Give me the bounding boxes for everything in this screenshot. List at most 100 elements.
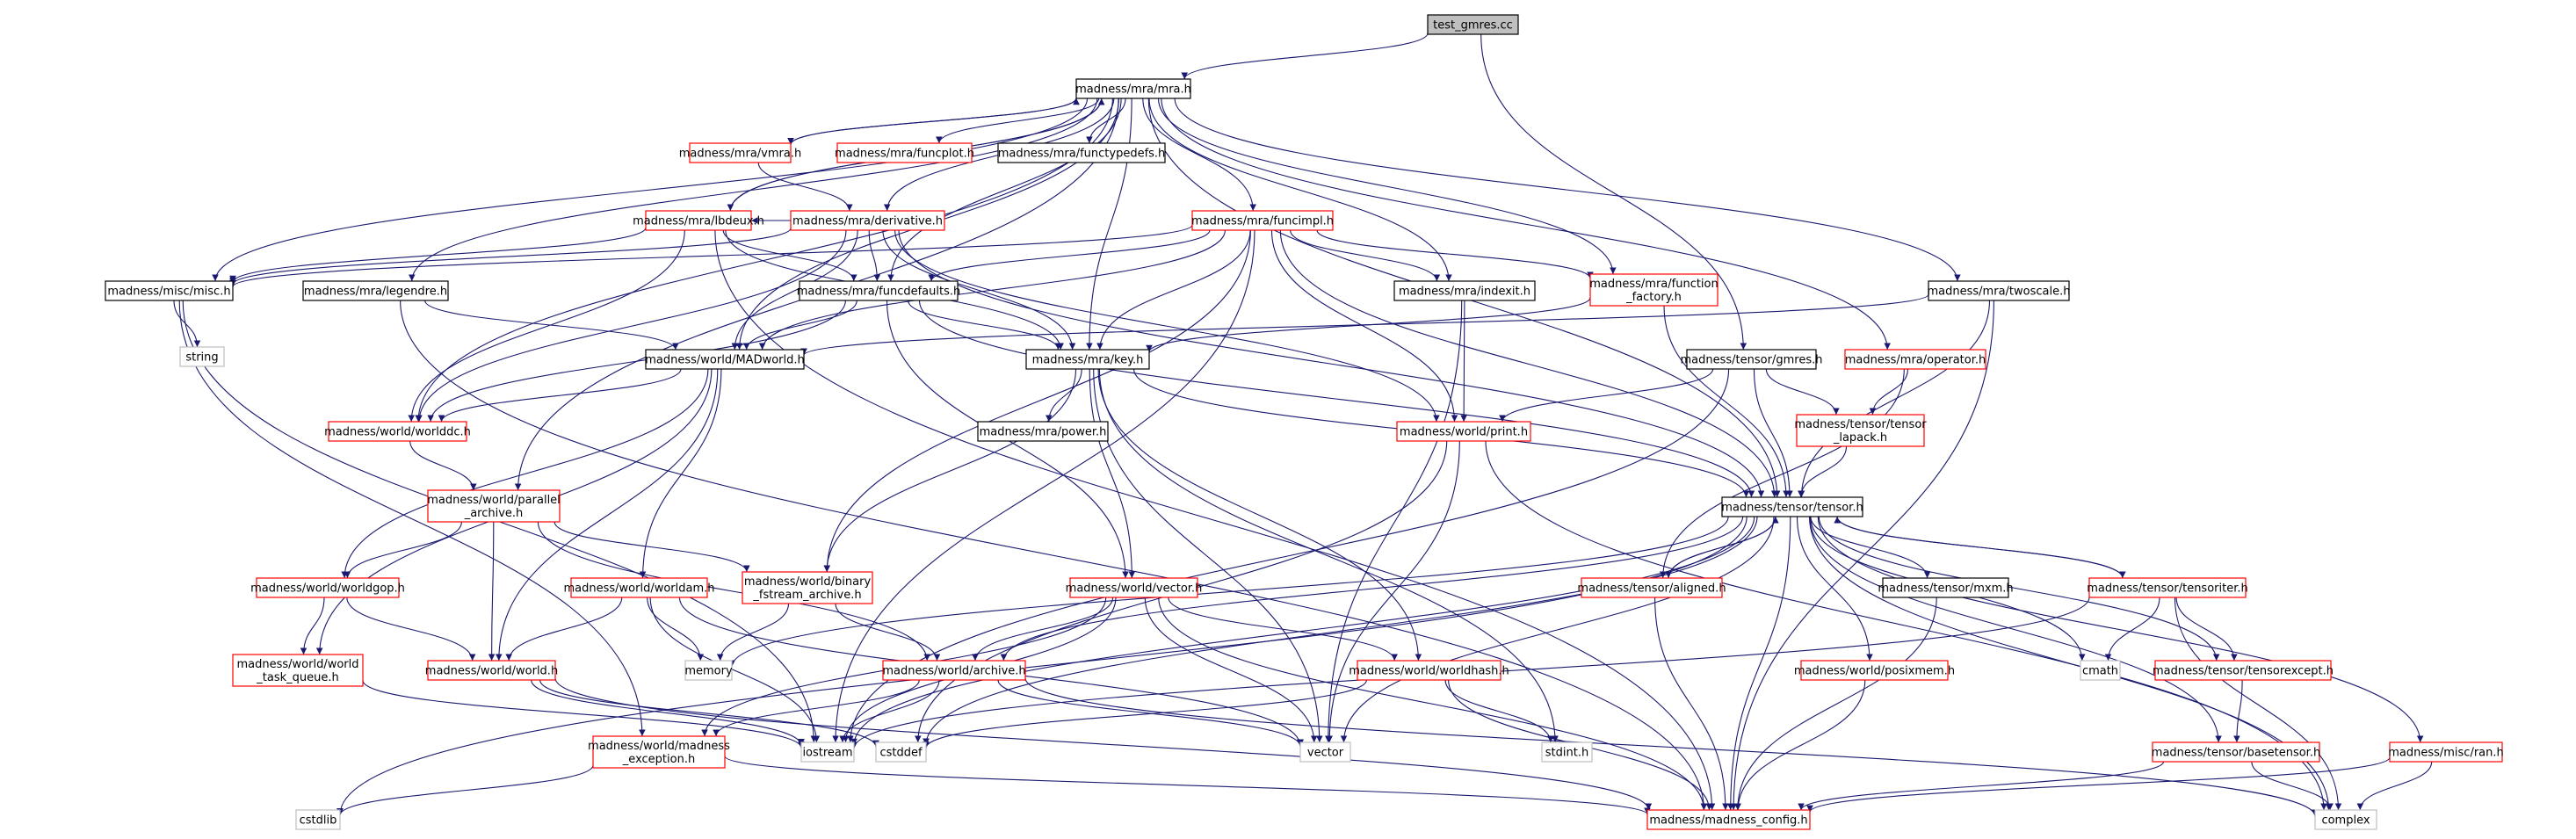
node-taskqueue[interactable]: madness/world/world_task_queue.h [232,654,364,687]
node-box [232,654,364,687]
node-mxm[interactable]: madness/tensor/mxm.h [1878,577,2014,598]
node-label: _exception.h [622,753,695,766]
node-key[interactable]: madness/mra/key.h [1025,349,1150,370]
node-gmres[interactable]: madness/tensor/gmres.h [1681,349,1823,370]
node-box [1075,78,1191,99]
node-power[interactable]: madness/mra/power.h [977,421,1109,442]
edge-lbdeux-to-worlddc [408,229,685,423]
node-box [1800,660,1949,681]
node-label: madness/tensor/tensorexcept.h [2153,665,2334,678]
node-label: _lapack.h [1833,431,1887,445]
node-lbdeux[interactable]: madness/mra/lbdeux.h [633,210,764,231]
node-funcdefaults[interactable]: madness/mra/funcdefaults.h [797,280,961,301]
node-box [1796,414,1925,447]
node-world[interactable]: madness/world/world.h [425,660,558,681]
edge-exception-to-cstdlib [336,764,594,816]
node-basetensor[interactable]: madness/tensor/basetensor.h [2152,741,2320,763]
node-label: madness/world/world.h [425,665,558,678]
node-exception[interactable]: madness/world/madness_exception.h [588,735,730,769]
edge-mra-to-funcplot [936,98,1100,144]
node-indexit[interactable]: madness/mra/indexit.h [1393,280,1536,301]
node-lapack[interactable]: madness/tensor/tensor_lapack.h [1794,414,1927,447]
node-twoscale[interactable]: madness/mra/twoscale.h [1928,280,2071,301]
node-box [328,421,467,442]
node-label: memory [684,665,733,678]
edge-gmres-to-print [1499,368,1714,423]
edge-lbdeux-to-funcdefaults [722,229,857,282]
node-box [105,280,234,301]
edge-vmra-to-derivative [757,162,853,212]
node-label: madness/world/MADworld.h [645,354,805,367]
edge-aligned-to-config [1654,597,1729,811]
node-derivative[interactable]: madness/mra/derivative.h [790,210,945,231]
node-madworld[interactable]: madness/world/MADworld.h [645,349,805,370]
edge-worldhash-to-stdint [1444,679,1554,743]
edge-mra-to-misc [212,98,1089,282]
edge-tensor-to-tensorexcept [1818,516,2220,662]
node-vector: vector [1299,741,1351,763]
node-label: madness/world/world [236,658,358,671]
node-box [882,660,1026,681]
node-vector_h[interactable]: madness/world/vector.h [1066,577,1203,598]
node-print[interactable]: madness/world/print.h [1396,421,1531,442]
node-tensorexcept[interactable]: madness/tensor/tensorexcept.h [2153,660,2334,681]
node-label: madness/tensor/tensor.h [1721,502,1863,515]
edge-world-to-iostream [531,679,805,746]
edge-funcdefaults-to-tensor [918,300,1755,498]
edge-binary-to-archive [835,603,941,662]
edge-funcdefaults-to-key [908,300,1062,351]
node-root[interactable]: test_gmres.cc [1427,14,1519,35]
edge-tensor-to-posixmem [1796,516,1873,662]
node-parallel[interactable]: madness/world/parallel_archive.h [427,489,561,523]
node-box [1882,577,2009,598]
node-funcimpl[interactable]: madness/mra/funcimpl.h [1191,210,1334,231]
node-binary[interactable]: madness/world/binary_fstream_archive.h [742,571,873,604]
edge-root-to-gmres [1480,33,1747,351]
edge-ran-to-config [1806,756,2391,813]
node-misc[interactable]: madness/misc/misc.h [105,280,234,301]
node-box [800,741,855,763]
edge-print-to-vector [1326,440,1460,743]
node-legendre[interactable]: madness/mra/legendre.h [302,280,449,301]
node-config[interactable]: madness/madness_config.h [1646,809,1811,830]
node-funcfactory[interactable]: madness/mra/function_factory.h [1589,273,1719,307]
node-worlddc[interactable]: madness/world/worlddc.h [324,421,471,442]
edge-mra-to-funcimpl [1142,98,1257,212]
node-aligned[interactable]: madness/tensor/aligned.h [1577,577,1726,598]
node-worldgop[interactable]: madness/world/worldgop.h [250,577,405,598]
node-vmra[interactable]: madness/mra/vmra.h [679,142,801,163]
node-functypedefs[interactable]: madness/mra/functypedefs.h [997,142,1166,163]
edge-worldgop-to-world [346,597,476,662]
node-label: madness/world/parallel [427,494,561,507]
node-box [645,210,752,231]
node-box [1427,14,1519,35]
node-tensoriter[interactable]: madness/tensor/tensoriter.h [2087,577,2248,598]
node-label: cstddef [879,747,923,760]
node-box [1646,809,1811,830]
node-label: madness/world/worldam.h [563,582,714,596]
edge-parallel-to-world [488,521,496,662]
edge-twoscale-to-config [1730,300,1994,811]
node-box [2314,809,2377,830]
node-box [256,577,400,598]
node-ran[interactable]: madness/misc/ran.h [2388,741,2504,763]
node-worldhash[interactable]: madness/world/worldhash.h [1349,660,1509,681]
node-archive[interactable]: madness/world/archive.h [882,660,1026,681]
edge-archive-to-complex [1024,677,2319,817]
node-box [1581,577,1723,598]
node-worldam[interactable]: madness/world/worldam.h [563,577,715,598]
edge-funcfactory-to-tensor [1663,305,1790,498]
node-string: string [179,346,225,367]
node-posixmem[interactable]: madness/world/posixmem.h [1794,660,1955,681]
node-box [799,280,959,301]
node-tensor[interactable]: madness/tensor/tensor.h [1721,496,1863,517]
edge-vector_h-to-vector [1144,597,1318,743]
node-box [689,142,792,163]
node-funcplot[interactable]: madness/mra/funcplot.h [835,142,974,163]
node-label: madness/mra/functypedefs.h [998,148,1166,161]
node-box [790,210,945,231]
node-mra[interactable]: madness/mra/mra.h [1075,78,1191,99]
edge-key-to-power [1045,368,1082,423]
node-operator[interactable]: madness/mra/operator.h [1844,349,1986,370]
node-label: madness/tensor/basetensor.h [2152,747,2320,760]
